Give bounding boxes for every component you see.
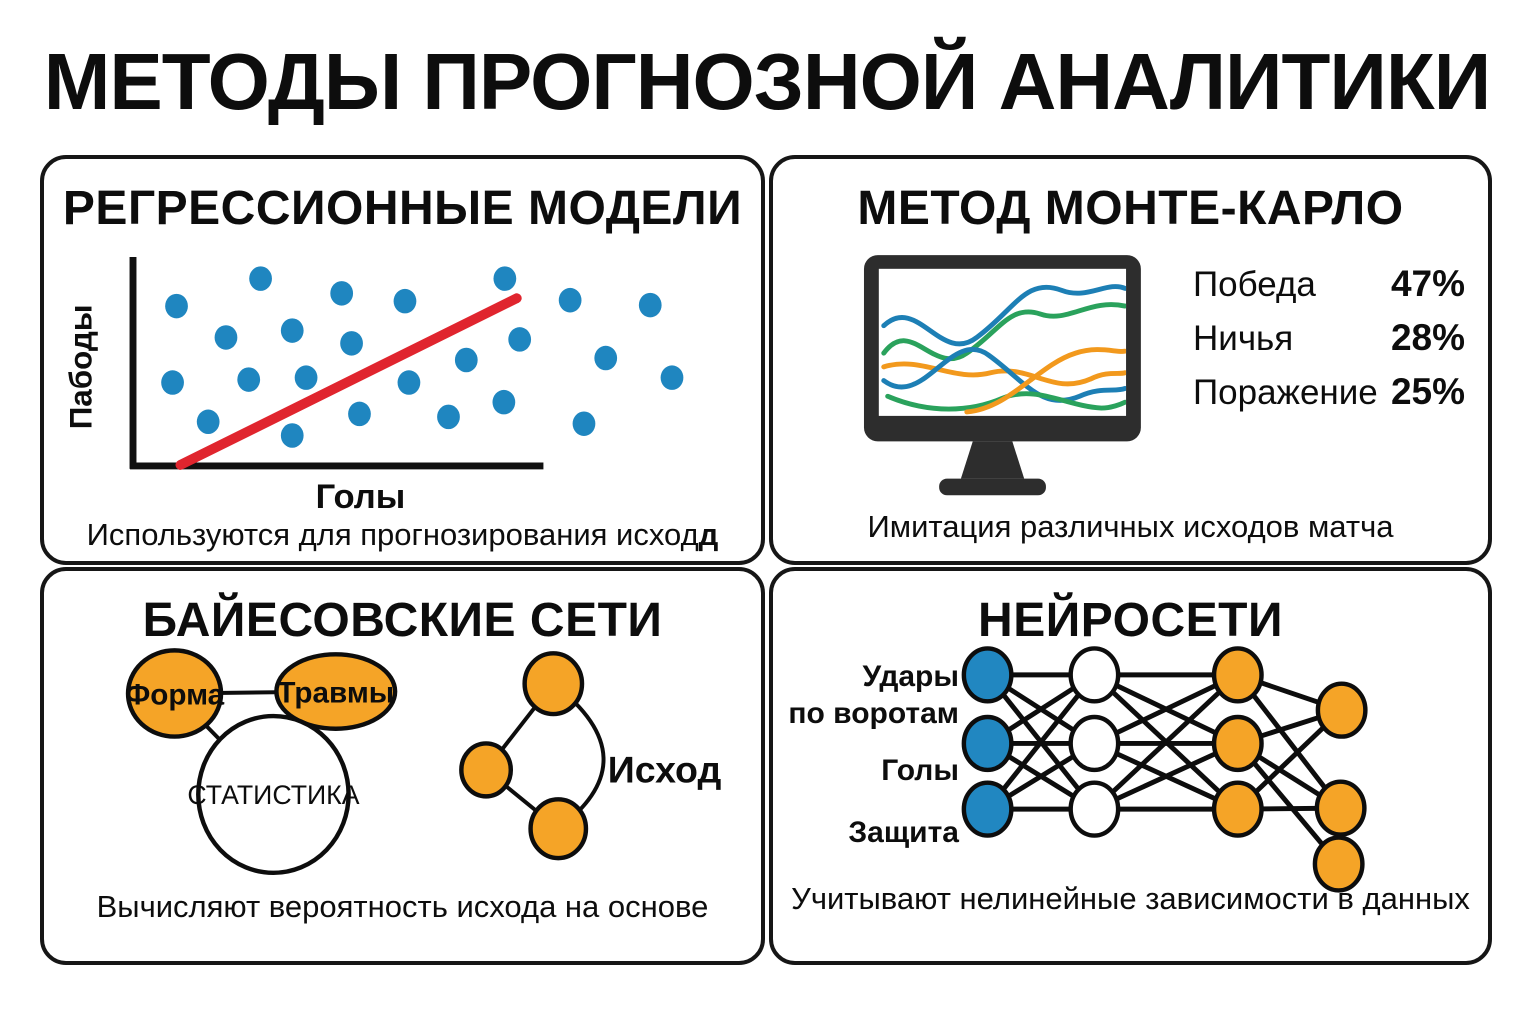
panel-regression: Пабоды Голы РЕГРЕССИОННЫЕ МОДЕЛИ Использ… <box>40 155 765 565</box>
scatter-dot <box>558 287 582 313</box>
x-axis-label: Голы <box>316 478 406 516</box>
scatter-dot <box>493 266 517 291</box>
panel-neural: НЕЙРОСЕТИ Удары по воротам Голы Защита У… <box>769 567 1492 965</box>
nn-edge <box>1092 673 1240 811</box>
panel-regression-title: РЕГРЕССИОННЫЕ МОДЕЛИ <box>62 182 743 235</box>
stat-row: Поражение 25% <box>1193 371 1465 425</box>
stat-row: Победа 47% <box>1193 263 1465 317</box>
trend-line <box>175 293 522 470</box>
bayes-node <box>274 652 398 731</box>
nn-node-hidden <box>1068 780 1121 838</box>
panel-monte-carlo-title: МЕТОД МОНТЕ-КАРЛО <box>857 182 1404 235</box>
monitor-icon <box>863 255 1141 496</box>
scatter-dot <box>638 292 662 318</box>
bayes-mini-node <box>528 797 589 861</box>
nn-node-outputs <box>1312 835 1365 893</box>
nn-node-outputs <box>1314 779 1367 837</box>
panel-neural-title: НЕЙРОСЕТИ <box>978 594 1283 647</box>
caption-text: Используются для прогнозирования исход <box>86 517 699 552</box>
bayes-node-label: Травмы <box>277 676 394 709</box>
caption-suffix: д <box>698 517 719 552</box>
scatter-dot <box>508 327 532 352</box>
bayes-node-label: СТАТИСТИКА <box>187 780 359 810</box>
stat-value: 25% <box>1390 371 1465 412</box>
bayes-mini-node <box>459 741 514 799</box>
scatter-dot <box>594 345 618 371</box>
y-axis-label: Пабоды <box>62 304 98 429</box>
scatter-dot <box>437 404 460 430</box>
scatter-dot <box>393 288 417 314</box>
input-label-goals: Голы <box>881 754 959 787</box>
scatter-dot <box>280 318 304 343</box>
nn-node-layer3 <box>1211 646 1264 704</box>
panel-neural-caption: Учитывают нелинейные зависимости в данны… <box>791 881 1470 916</box>
monte-carlo-illustration <box>863 255 1141 496</box>
scatter-dots-group <box>161 266 684 448</box>
nn-node-hidden <box>1068 646 1121 704</box>
nn-node-inputs <box>961 714 1014 773</box>
stat-value: 47% <box>1390 263 1465 304</box>
stat-row: Ничья 28% <box>1193 317 1465 371</box>
scatter-dot <box>161 370 184 395</box>
nn-node-inputs <box>961 780 1014 838</box>
panel-regression-caption: Используются для прогнозирования исходд <box>44 517 761 553</box>
panel-monte-carlo: МЕТОД МОНТЕ-КАРЛО Победа 47% Ничья 28% П… <box>769 155 1492 565</box>
scatter-dot <box>165 293 188 319</box>
trend-line-group <box>175 293 522 470</box>
nn-node-layer3 <box>1211 780 1264 838</box>
nn-edge <box>985 673 1097 811</box>
stat-label: Поражение <box>1193 373 1378 412</box>
outcome-label: Исход <box>608 749 722 791</box>
panel-monte-carlo-caption: Имитация различных исходов матча <box>867 509 1394 544</box>
bayes-node <box>196 713 351 876</box>
stat-value: 28% <box>1390 317 1465 358</box>
input-label-defense: Защита <box>848 816 959 849</box>
outcome-probabilities: Победа 47% Ничья 28% Поражение 25% <box>1193 263 1465 425</box>
scatter-dot <box>348 401 371 427</box>
stat-label: Ничья <box>1193 319 1294 358</box>
scatter-dot <box>330 281 354 306</box>
scatter-dot <box>280 423 304 448</box>
simulation-lines <box>881 284 1127 415</box>
bayes-node-label: Форма <box>125 678 225 711</box>
sim-line-green-2 <box>885 391 1127 412</box>
monitor-stand <box>960 441 1025 479</box>
page-title: МЕТОДЫ ПРОГНОЗНОЙ АНАЛИТИКИ <box>43 37 1491 126</box>
panel-bayesian-title: БАЙЕСОВСКИЕ СЕТИ <box>142 594 663 647</box>
scatter-dot <box>214 325 238 350</box>
regression-scatter-chart: Пабоды Голы <box>62 257 684 516</box>
scatter-dot <box>340 331 363 356</box>
nn-node-inputs <box>961 646 1014 704</box>
nn-edge <box>1235 673 1343 810</box>
sim-line-orange-2 <box>964 347 1127 415</box>
input-label-shots-2: по воротам <box>788 697 959 730</box>
nn-node-outputs <box>1315 681 1368 739</box>
scatter-dot <box>294 365 318 390</box>
scatter-dot <box>397 370 421 395</box>
nn-edge <box>1093 672 1239 746</box>
scatter-dot <box>249 266 272 291</box>
panel-bayesian-caption: Вычисляют вероятность исхода на основе <box>96 889 709 924</box>
scatter-dot <box>454 347 478 373</box>
neural-network-diagram <box>961 646 1368 893</box>
input-label-shots-1: Удары <box>862 660 959 693</box>
scatter-dot <box>660 365 684 390</box>
scatter-dot <box>196 409 220 435</box>
monitor-base <box>939 478 1046 496</box>
bayes-node <box>125 648 224 739</box>
stat-label: Победа <box>1193 265 1316 304</box>
scatter-dot <box>492 389 516 415</box>
nn-graph-group <box>961 646 1368 893</box>
sim-line-green-1 <box>881 302 1127 362</box>
scatter-dot <box>237 367 261 392</box>
sim-line-blue-1 <box>881 284 1127 347</box>
bayes-mini-node <box>522 651 585 717</box>
nn-node-layer3 <box>1211 714 1264 773</box>
scatter-dot <box>572 411 596 436</box>
sim-line-blue-2 <box>881 346 1127 403</box>
nn-node-hidden <box>1068 714 1121 773</box>
